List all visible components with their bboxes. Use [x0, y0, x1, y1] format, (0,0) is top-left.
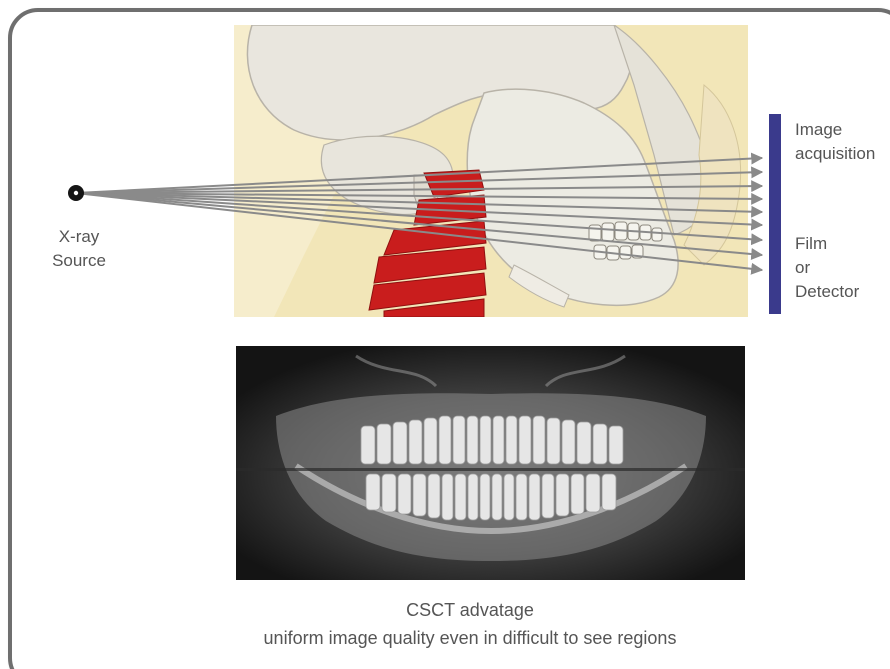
caption: CSCT advatage uniform image quality even…: [150, 596, 790, 652]
xray-source-label: X-ray Source: [44, 225, 114, 273]
film-line1: Film: [795, 232, 859, 256]
xray-beam: [76, 193, 762, 270]
film-line2: or: [795, 256, 859, 280]
film-detector-label: Film or Detector: [795, 232, 859, 304]
image-acquisition-line2: acquisition: [795, 142, 875, 166]
xray-source-icon: [68, 185, 84, 201]
caption-title: CSCT advatage: [150, 596, 790, 624]
image-acquisition-label: Image acquisition: [795, 118, 875, 166]
caption-subtitle: uniform image quality even in difficult …: [150, 624, 790, 652]
xray-beam: [76, 193, 762, 240]
image-acquisition-line1: Image: [795, 118, 875, 142]
detector-bar: [769, 114, 781, 314]
xray-source-line1: X-ray: [44, 225, 114, 249]
xray-source-line2: Source: [44, 249, 114, 273]
film-line3: Detector: [795, 280, 859, 304]
